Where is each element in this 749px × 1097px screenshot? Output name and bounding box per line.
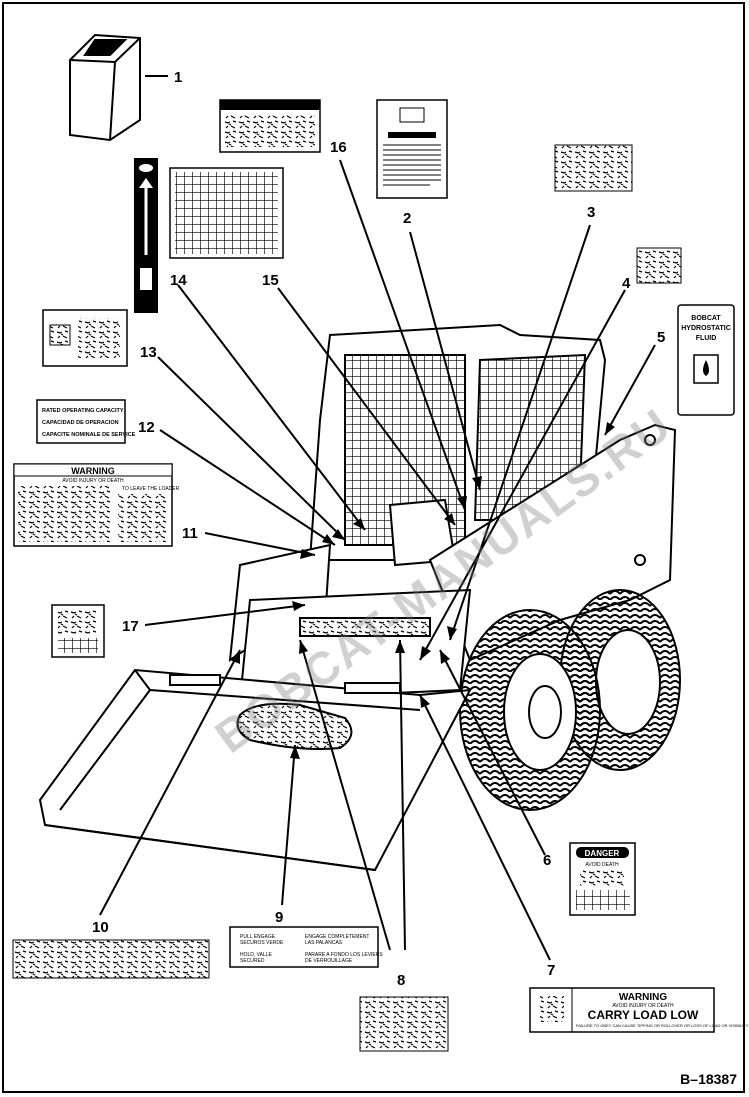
pedal-left-bottom-2: SECURED <box>240 958 265 964</box>
carry-load-low-text: CARRY LOAD LOW <box>588 1008 699 1022</box>
hydro-fluid-line-2: HYDROSTATIC <box>681 325 731 332</box>
pedal-right-bottom-2: DE VERROUILLAGE <box>305 958 353 964</box>
bucket-decal-9 <box>236 702 353 750</box>
decal-9-pedal-instructions: PULL ENGAGE SECUROS VERDE ENGAGE COMPLET… <box>229 926 383 968</box>
capacity-line-2: CAPACIDAD DE OPERACION <box>42 420 119 426</box>
callout-3: 3 <box>587 204 595 221</box>
decal-top-warning <box>219 99 321 153</box>
decal-14-vertical-arrow <box>134 158 158 313</box>
callout-2: 2 <box>403 210 411 227</box>
decal-11-warning: WARNING AVOID INJURY OR DEATH TO LEAVE T… <box>13 463 180 547</box>
callout-5: 5 <box>657 329 665 346</box>
decal-5-hydrostatic-fluid: BOBCAT HYDROSTATIC FLUID <box>677 304 735 416</box>
hydro-fluid-line-3: FLUID <box>696 335 717 342</box>
leader-lines <box>99 75 656 961</box>
bucket-step-left <box>169 674 221 686</box>
callout-11: 11 <box>182 525 198 542</box>
callout-12: 12 <box>138 419 155 436</box>
decal-3-speckle <box>554 144 633 192</box>
decal-13 <box>42 309 128 367</box>
callout-6: 6 <box>543 852 551 869</box>
warning-left-column-title: TO LEAVE THE LOADER <box>122 486 180 492</box>
decal-17 <box>51 604 105 658</box>
carry-warning-title: WARNING <box>619 992 668 1003</box>
pedal-right-top-1: ENGAGE COMPLETEMENT <box>305 934 369 940</box>
warning-left-title: WARNING <box>71 466 115 476</box>
decal-2-manual <box>376 99 448 199</box>
warning-left-subtitle: AVOID INJURY OR DEATH <box>62 478 124 484</box>
decal-1-box <box>69 33 141 142</box>
front-panel-decal <box>299 617 431 637</box>
decal-10-speckle <box>12 939 210 979</box>
pedal-left-bottom-1: HOLD, VALLE <box>240 952 273 958</box>
decal-4-speckle <box>636 247 682 284</box>
callout-14: 14 <box>170 272 187 289</box>
pedal-left-top-1: PULL ENGAGE <box>240 934 276 940</box>
capacity-line-1: RATED OPERATING CAPACITY <box>42 408 124 414</box>
hydro-fluid-line-1: BOBCAT <box>691 315 721 322</box>
decal-6-danger: DANGER AVOID DEATH <box>569 842 636 916</box>
callout-1: 1 <box>174 69 182 86</box>
drawing-code: B–18387 <box>680 1071 737 1087</box>
capacity-line-3: CAPACITE NOMINALE DE SERVICE <box>42 432 136 438</box>
callout-8: 8 <box>397 972 405 989</box>
callout-7: 7 <box>547 962 555 979</box>
callout-numbers: 1 2 3 4 5 6 7 8 9 10 11 12 13 14 15 16 1… <box>92 69 665 989</box>
callout-9: 9 <box>275 909 283 926</box>
callout-16: 16 <box>330 139 347 156</box>
callout-17: 17 <box>122 618 139 635</box>
callout-4: 4 <box>622 275 631 292</box>
callout-10: 10 <box>92 919 109 936</box>
danger-subtitle: AVOID DEATH <box>585 862 619 868</box>
carry-warning-fine-print: FAILURE TO OBEY CAN CAUSE TIPPING OR ROL… <box>576 1023 749 1028</box>
danger-title: DANGER <box>585 849 620 858</box>
callout-13: 13 <box>140 344 157 361</box>
leader-arrowheads <box>230 422 615 759</box>
decal-8-speckle <box>359 996 449 1052</box>
decal-15-pictograms <box>169 167 284 259</box>
pedal-right-bottom-1: PARARE A FONDO LOS LEVIERS <box>305 952 383 958</box>
decal-7-carry-load-low: WARNING AVOID INJURY OR DEATH CARRY LOAD… <box>529 987 749 1033</box>
bucket-step-right <box>344 682 401 694</box>
skid-steer-loader <box>38 323 681 872</box>
callout-15: 15 <box>262 272 279 289</box>
pedal-right-top-2: LAS PALANCAS <box>305 940 343 946</box>
carry-warning-subtitle: AVOID INJURY OR DEATH <box>612 1003 674 1009</box>
pedal-left-top-2: SECUROS VERDE <box>240 940 284 946</box>
decal-12-capacity: RATED OPERATING CAPACITY CAPACIDAD DE OP… <box>36 399 136 444</box>
